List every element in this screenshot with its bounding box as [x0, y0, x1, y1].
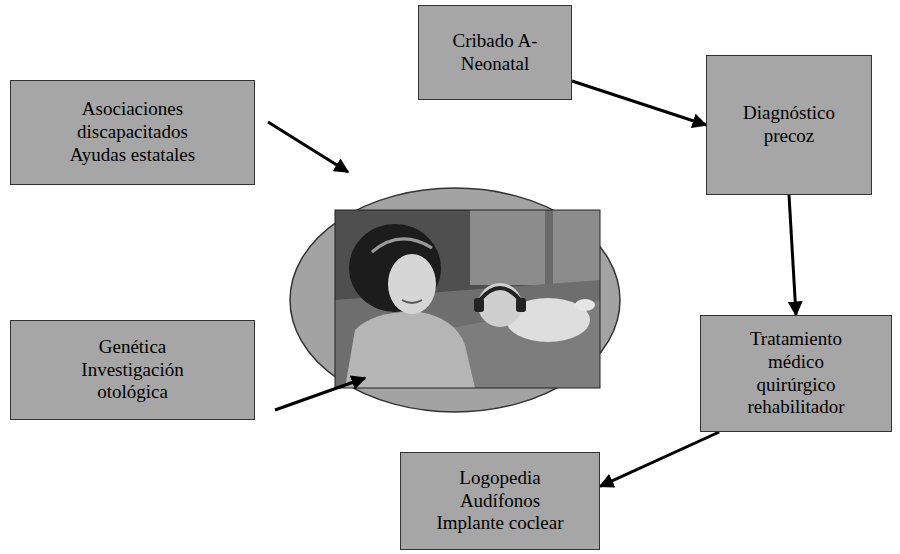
process-box: Genética Investigación otológica	[10, 320, 255, 420]
process-box: Logopedia Audífonos Implante coclear	[400, 452, 600, 550]
central-ellipse	[290, 188, 620, 412]
process-box: Diagnóstico precoz	[706, 55, 872, 195]
pointer-arrow	[268, 122, 348, 172]
photo-frame	[335, 210, 600, 388]
flow-arrow	[789, 195, 796, 315]
flow-arrow	[572, 81, 706, 125]
box-label: Diagnóstico precoz	[724, 102, 854, 148]
box-label: Asociaciones discapacitados Ayudas estat…	[58, 98, 208, 166]
process-box: Asociaciones discapacitados Ayudas estat…	[10, 80, 255, 185]
box-label: Genética Investigación otológica	[63, 336, 203, 404]
mother-baby-photo	[335, 210, 600, 388]
process-box: Cribado A-Neonatal	[418, 5, 572, 100]
box-label: Tratamiento médico quirúrgico rehabilita…	[734, 328, 859, 419]
process-box: Tratamiento médico quirúrgico rehabilita…	[700, 315, 892, 432]
box-label: Cribado A-Neonatal	[430, 30, 560, 76]
box-label: Logopedia Audífonos Implante coclear	[430, 467, 570, 535]
pointer-arrow	[275, 378, 365, 410]
flow-arrow	[600, 432, 719, 486]
